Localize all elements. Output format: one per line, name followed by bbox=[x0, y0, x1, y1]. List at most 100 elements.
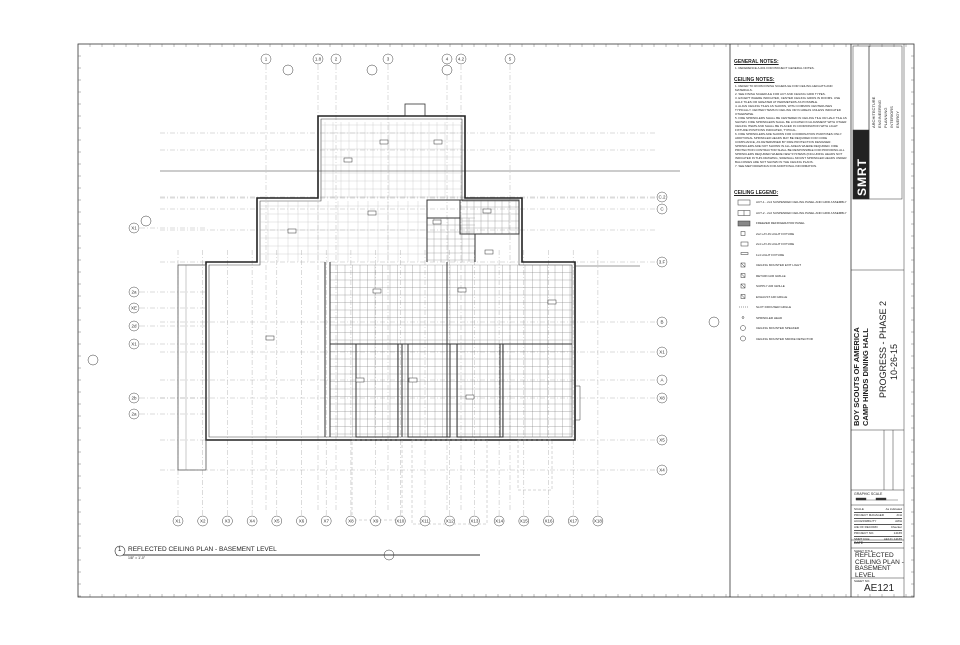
below-building-dashed bbox=[351, 439, 553, 525]
grid-bubble-right: B bbox=[656, 316, 668, 328]
return-grille-icon bbox=[740, 273, 746, 278]
grid-bubble-bottom: X13 bbox=[469, 515, 480, 527]
title-block-row-label: PROJECT MANAGER bbox=[854, 513, 884, 517]
ceiling-legend-list: ACT-1 - 2x4 SUSPENDED CEILING PANEL AND … bbox=[756, 200, 847, 350]
grid-bubble-left: 2a bbox=[128, 286, 140, 298]
svg-text:X14: X14 bbox=[495, 519, 504, 524]
right-door-swing bbox=[575, 385, 581, 421]
legend-icons bbox=[737, 199, 751, 342]
svg-text:X8: X8 bbox=[659, 396, 665, 401]
grid-bubble-bottom: X6 bbox=[296, 515, 307, 527]
title-block-row-label: SCALE bbox=[854, 507, 864, 511]
svg-text:C.2: C.2 bbox=[658, 195, 666, 200]
legend-item: CEILING MOUNTED SMOKE DETECTOR bbox=[756, 336, 813, 341]
project-building: CAMP HINDS DINING HALL bbox=[861, 328, 870, 426]
firm-discipline: ENERGY bbox=[895, 111, 900, 128]
grid-bubble-top: 4 bbox=[441, 53, 453, 65]
grid-bubble-bottom: X11 bbox=[419, 515, 431, 527]
sheet-number: AE121 bbox=[864, 583, 895, 594]
2x4-light-icon bbox=[740, 241, 749, 247]
grid-bubble-right: X8 bbox=[656, 392, 668, 404]
section-marker bbox=[140, 215, 152, 227]
svg-text:3: 3 bbox=[387, 57, 390, 62]
firm-discipline: ENGINEERING bbox=[877, 99, 882, 128]
grid-bubble-bottom: X4 bbox=[246, 515, 258, 527]
grid-bubble-bottom: X18 bbox=[592, 515, 604, 527]
logo-block bbox=[852, 129, 870, 200]
project-client: BOY SCOUTS OF AMERICA bbox=[852, 327, 861, 426]
legend-item: RETURN AIR GRILLE bbox=[756, 273, 786, 278]
legend-item: 1x4 LIGHT FIXTURE bbox=[756, 252, 785, 257]
svg-text:5: 5 bbox=[509, 57, 512, 62]
title-block-row: PROJECT NO.14165 bbox=[854, 531, 902, 537]
svg-text:4: 4 bbox=[446, 57, 449, 62]
svg-text:X6: X6 bbox=[299, 519, 305, 524]
grid-bubble-bottom: X8 bbox=[345, 515, 357, 527]
grid-bubble-bottom: X16 bbox=[543, 515, 554, 527]
smoke-detector-icon bbox=[740, 335, 746, 342]
ceiling-notes-list: 1. REFER TO ROOM FINISH SCHEDULE FOR CEI… bbox=[735, 84, 847, 168]
grid-bubble-top: 2 bbox=[330, 53, 342, 65]
svg-text:X18: X18 bbox=[594, 519, 603, 524]
svg-text:C: C bbox=[660, 207, 664, 212]
grid-bubble-right: C bbox=[656, 203, 668, 215]
ceiling-legend-heading: CEILING LEGEND: bbox=[734, 190, 779, 196]
title-block-row-value: JCH bbox=[896, 513, 902, 517]
roof-projection bbox=[404, 103, 426, 117]
firm-discipline: INTERIORS bbox=[889, 106, 894, 128]
drawing-number: 1 bbox=[118, 547, 122, 553]
grid-bubble-left: 2b bbox=[128, 392, 140, 404]
general-notes-list: 1. REFERENCE A-001 FOR PROJECT GENERAL N… bbox=[735, 66, 845, 70]
svg-text:A: A bbox=[660, 378, 663, 383]
speaker-icon bbox=[740, 325, 746, 331]
ceiling-notes-heading: CEILING NOTES: bbox=[734, 77, 775, 83]
sheet-title-line: CEILING PLAN - bbox=[855, 558, 904, 566]
grid-bubble-right: 3.F bbox=[656, 256, 668, 268]
svg-text:X10: X10 bbox=[396, 519, 405, 524]
svg-text:X9: X9 bbox=[373, 519, 379, 524]
svg-text:X17: X17 bbox=[569, 519, 578, 524]
border-ticks bbox=[77, 43, 914, 597]
legend-item: SLOT DIFFUSER GRILLE bbox=[756, 305, 792, 309]
grid-bubble-left: X1 bbox=[128, 222, 140, 234]
note-item: 6. FIRE SPRINKLERS ARE SHOWN FOR COORDIN… bbox=[735, 132, 847, 164]
grid-bubble-bottom: X1 bbox=[172, 515, 184, 527]
legend-item: ACT-2 - 2x2 SUSPENDED CEILING PANEL AND … bbox=[756, 210, 847, 215]
legend-item: SPRINKLER HEAD bbox=[756, 315, 783, 320]
light-fixtures bbox=[265, 139, 557, 400]
firm-logo: SMRT bbox=[855, 158, 869, 196]
svg-text:2: 2 bbox=[335, 57, 338, 62]
legend-item: EXHAUST AIR GRILLE bbox=[756, 294, 788, 299]
section-marker bbox=[366, 64, 378, 76]
note-item: 1. REFER TO ROOM FINISH SCHEDULE FOR CEI… bbox=[735, 84, 833, 92]
section-markers bbox=[87, 64, 720, 561]
svg-text:X8: X8 bbox=[348, 519, 354, 524]
upper-ceiling-grid bbox=[260, 122, 462, 262]
svg-text:X2: X2 bbox=[200, 519, 206, 524]
title-block-row-value: As indicated bbox=[885, 507, 902, 511]
note-item: 3. EXCEPT WHERE INDICATED, CENTER CEILIN… bbox=[735, 96, 841, 104]
grid-bubble-left: X1 bbox=[128, 338, 140, 350]
svg-text:2a: 2a bbox=[131, 412, 137, 417]
project-date: 10-26-15 bbox=[889, 343, 899, 380]
grid-bubble-bottom: X15 bbox=[518, 515, 530, 527]
svg-text:1.8: 1.8 bbox=[315, 57, 322, 62]
grid-bubble-top: 5 bbox=[504, 53, 516, 65]
sheet-title-line: BASEMENT bbox=[855, 565, 891, 572]
main-ceiling-grid bbox=[329, 199, 572, 437]
sprinkler-icon bbox=[741, 316, 745, 319]
title-block-lines bbox=[851, 45, 904, 579]
svg-text:X1: X1 bbox=[659, 350, 665, 355]
frp-panel-icon bbox=[737, 220, 751, 227]
grid-bubble-bottom: X14 bbox=[493, 515, 505, 527]
svg-text:X4: X4 bbox=[659, 468, 665, 473]
grid-bubble-bottom: X3 bbox=[222, 515, 233, 527]
svg-text:X1: X1 bbox=[131, 226, 137, 231]
drawing-number-bubble bbox=[114, 545, 126, 557]
date-label: DATE bbox=[854, 541, 864, 545]
act-2-icon bbox=[737, 210, 751, 216]
